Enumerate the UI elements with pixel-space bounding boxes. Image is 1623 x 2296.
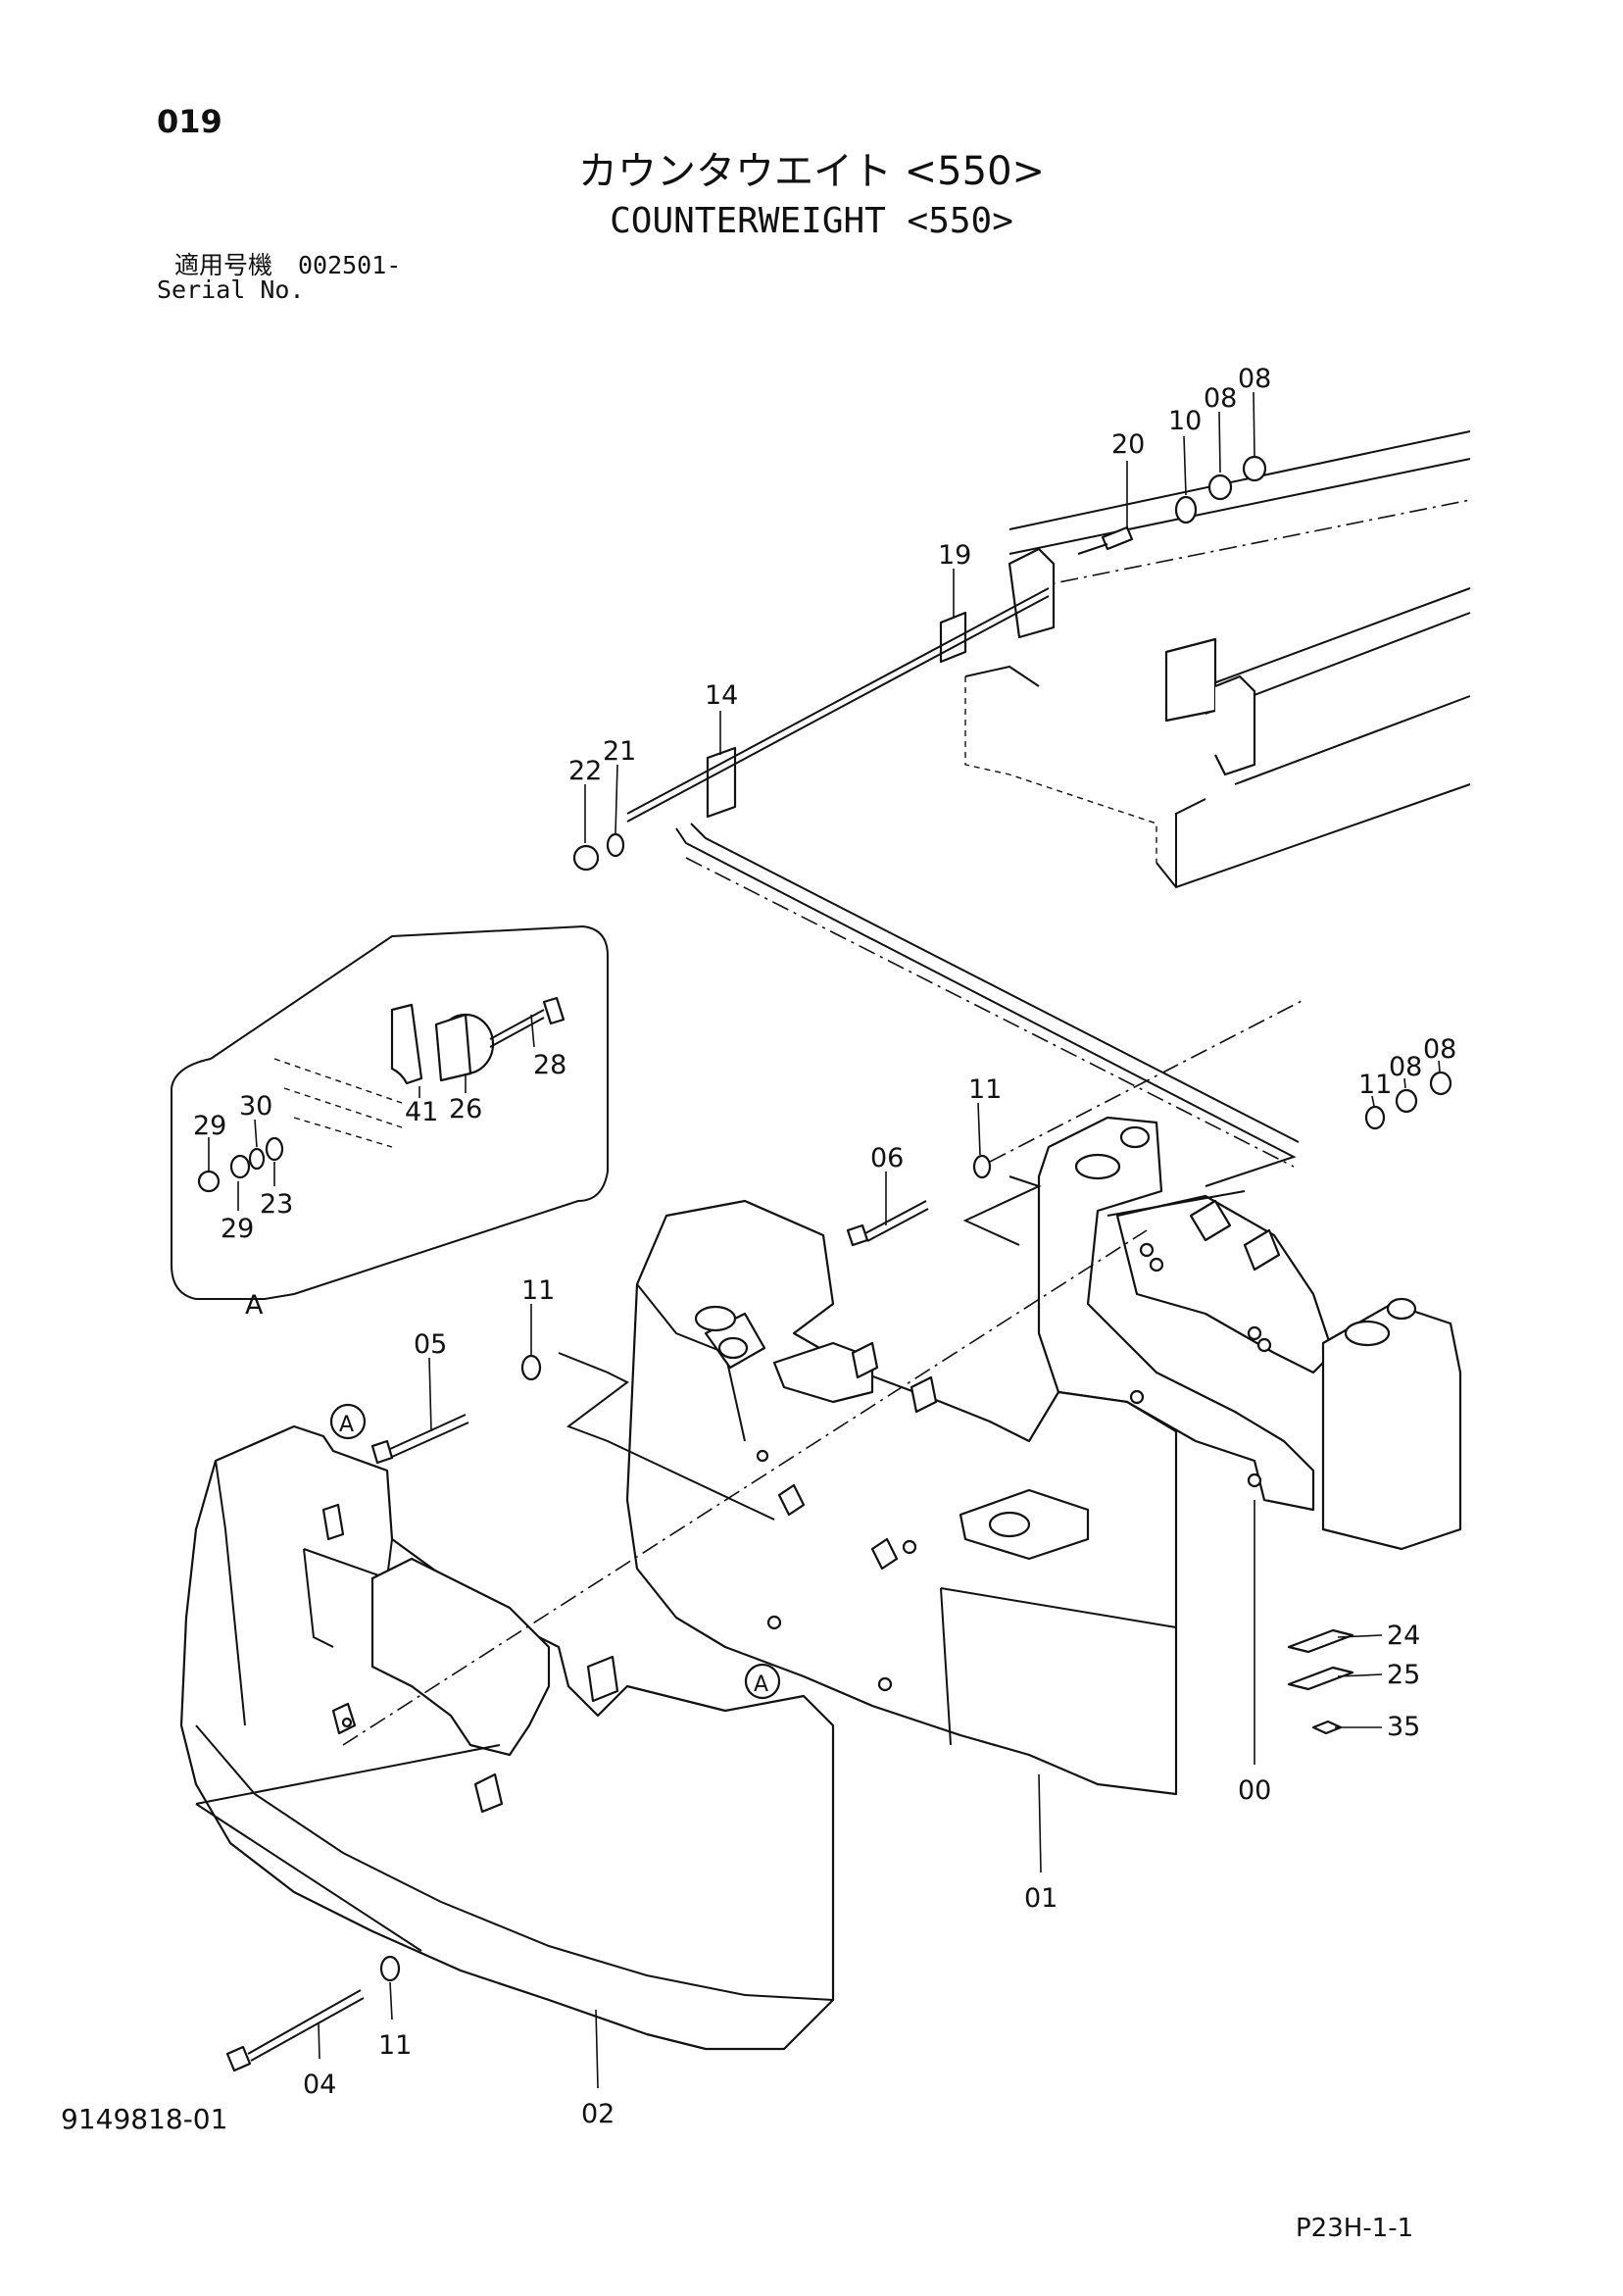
callout-30: 30 — [239, 1091, 272, 1122]
page-code: P23H-1-1 — [1296, 2214, 1414, 2243]
frame-assembly — [964, 430, 1471, 889]
counterweight-02 — [179, 1424, 835, 2051]
callout-05: 05 — [414, 1329, 447, 1360]
page-number: 019 — [157, 103, 222, 140]
shim-24 — [1287, 1628, 1354, 1654]
nut-08a — [1207, 474, 1233, 501]
serial-number-row: 適用号機 002501- — [174, 253, 401, 277]
bolt-06-head — [846, 1223, 869, 1247]
callout-11: 11 — [521, 1275, 555, 1306]
callout-04: 04 — [303, 2070, 336, 2100]
callout-01: 01 — [1024, 1883, 1057, 1914]
shim-25 — [1287, 1666, 1354, 1691]
bolt-20 — [1101, 525, 1134, 551]
plates-and-bolt — [572, 455, 1267, 872]
callout-21: 21 — [603, 736, 636, 767]
callout-25: 25 — [1387, 1660, 1420, 1690]
callout-41: 41 — [405, 1097, 438, 1127]
counterweight-00 — [1037, 1116, 1462, 1551]
callout-08: 08 — [1389, 1052, 1422, 1082]
detail-label: A — [245, 1290, 264, 1321]
callout-11: 11 — [378, 2030, 412, 2061]
bolt-05-head — [370, 1439, 394, 1465]
callout-08: 08 — [1204, 383, 1237, 414]
callout-11: 11 — [1358, 1070, 1392, 1100]
serial-label-japanese: 適用号機 — [174, 251, 273, 279]
callout-08: 08 — [1423, 1034, 1456, 1065]
bolt-04-head — [225, 2045, 252, 2072]
callout-29: 29 — [193, 1111, 226, 1141]
serial-label-english: Serial No. — [157, 275, 305, 304]
detail-a-view: A — [171, 924, 609, 1321]
callout-26: 26 — [449, 1094, 482, 1124]
callout-11: 11 — [968, 1074, 1002, 1105]
washer-11c — [520, 1354, 542, 1381]
washer-11b — [1364, 1105, 1386, 1130]
nut-08d — [1429, 1071, 1452, 1096]
callout-14: 14 — [705, 680, 738, 711]
serial-value: 002501- — [297, 251, 402, 279]
svg-text:A: A — [754, 1672, 768, 1697]
plate-14 — [706, 746, 737, 819]
callout-labels: 20 10 08 08 19 14 22 21 28 26 41 29 30 2… — [193, 364, 1456, 2129]
counterweight-01 — [625, 1199, 1178, 1796]
nut-08b — [1242, 455, 1267, 482]
nut-22 — [572, 844, 600, 872]
callout-10: 10 — [1168, 406, 1202, 436]
callout-06: 06 — [870, 1143, 904, 1173]
document-number: 9149818-01 — [61, 2103, 228, 2135]
callout-23: 23 — [260, 1189, 293, 1220]
svg-text:A: A — [339, 1413, 354, 1437]
washer-11d — [379, 1955, 401, 1982]
hardware-front — [225, 1071, 1452, 2072]
washer-11a — [972, 1154, 992, 1179]
callout-35: 35 — [1387, 1712, 1420, 1742]
nut-08c — [1395, 1088, 1418, 1114]
title-japanese: カウンタウエイト <550> — [577, 149, 1046, 194]
reference-lines — [675, 823, 1300, 1187]
callout-29: 29 — [221, 1214, 254, 1244]
callout-20: 20 — [1111, 429, 1145, 460]
callout-19: 19 — [938, 540, 971, 571]
callout-08: 08 — [1238, 364, 1271, 394]
callout-leaders — [208, 391, 1441, 2089]
plate-19 — [939, 611, 967, 664]
washer-10 — [1174, 495, 1198, 524]
callout-02: 02 — [581, 2099, 615, 2129]
callout-24: 24 — [1387, 1621, 1420, 1651]
title-english: COUNTERWEIGHT <550> — [610, 201, 1013, 241]
shims — [1287, 1628, 1354, 1735]
callout-28: 28 — [533, 1050, 566, 1080]
alignment-lines — [195, 999, 1304, 1952]
callout-22: 22 — [568, 756, 602, 786]
detail-a-markers: A A — [329, 1403, 781, 1700]
callout-00: 00 — [1238, 1775, 1271, 1806]
washer-21 — [606, 832, 625, 858]
